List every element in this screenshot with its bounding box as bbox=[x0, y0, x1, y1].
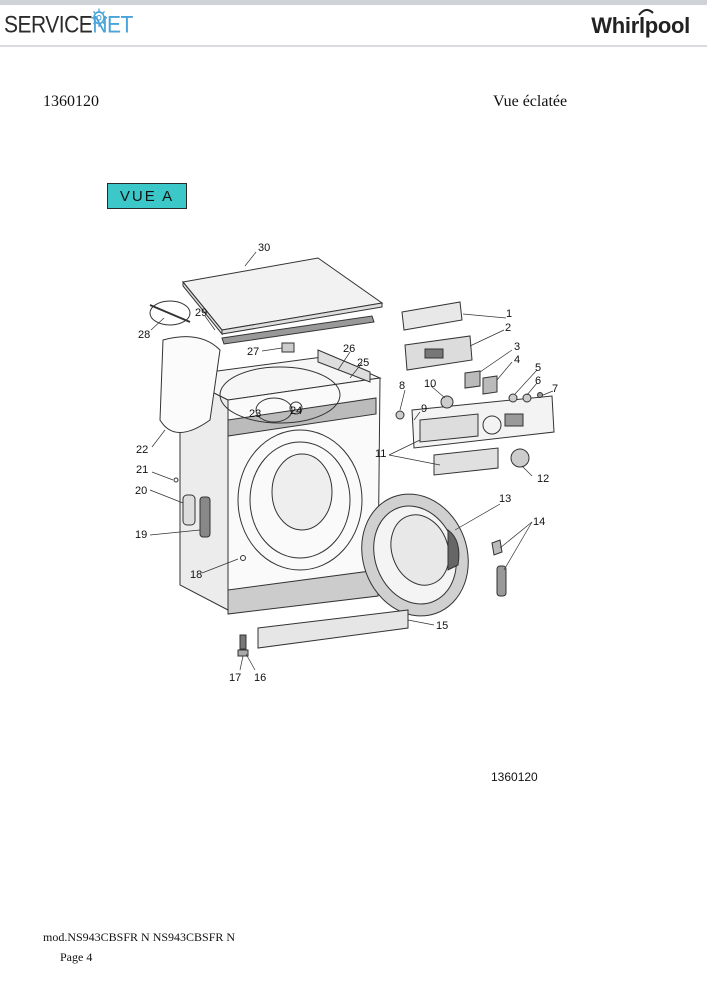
callout-22: 22 bbox=[136, 444, 148, 456]
callout-13: 13 bbox=[499, 493, 511, 505]
callout-14: 14 bbox=[533, 516, 545, 528]
callout-25: 25 bbox=[357, 357, 369, 369]
exploded-view-diagram: 1 2 3 4 5 6 7 8 9 10 11 12 13 14 15 16 1… bbox=[135, 242, 558, 684]
footer-page-number: Page 4 bbox=[60, 950, 93, 964]
callout-28: 28 bbox=[138, 329, 150, 341]
servicenet-logo-text-a: SERVICE bbox=[4, 12, 93, 39]
callout-4: 4 bbox=[514, 354, 520, 366]
callout-20: 20 bbox=[135, 485, 147, 497]
callout-18: 18 bbox=[190, 569, 202, 581]
callout-10: 10 bbox=[424, 378, 436, 390]
callout-7: 7 bbox=[552, 383, 558, 395]
callout-1: 1 bbox=[506, 308, 512, 320]
document-number: 1360120 bbox=[43, 93, 99, 110]
callout-5: 5 bbox=[535, 362, 541, 374]
view-label-badge: VUE A bbox=[107, 183, 187, 209]
callout-2: 2 bbox=[505, 322, 511, 334]
callout-19: 19 bbox=[135, 529, 147, 541]
callout-15: 15 bbox=[436, 620, 448, 632]
callout-21: 21 bbox=[136, 464, 148, 476]
swoosh-icon bbox=[638, 9, 654, 16]
callout-12: 12 bbox=[537, 473, 549, 485]
callout-30: 30 bbox=[258, 242, 270, 254]
callout-8: 8 bbox=[399, 380, 405, 392]
document-title: Vue éclatée bbox=[493, 93, 568, 110]
callout-29: 29 bbox=[195, 307, 207, 319]
callout-11: 11 bbox=[375, 448, 386, 460]
callout-24: 24 bbox=[290, 405, 302, 417]
callout-3: 3 bbox=[514, 341, 520, 353]
callout-23: 23 bbox=[249, 408, 261, 420]
gear-icon bbox=[91, 8, 107, 27]
callout-26: 26 bbox=[343, 343, 355, 355]
callout-17: 17 bbox=[229, 672, 241, 684]
callout-9: 9 bbox=[421, 403, 427, 415]
callout-6: 6 bbox=[535, 375, 541, 387]
servicenet-logo: SERVICENET bbox=[4, 8, 133, 40]
header-top-bar bbox=[0, 0, 707, 5]
figure-reference: 1360120 bbox=[491, 770, 538, 784]
header-divider bbox=[0, 45, 707, 47]
callout-27: 27 bbox=[247, 346, 259, 358]
whirlpool-logo: Whirlpool bbox=[591, 9, 690, 39]
footer-model: mod.NS943CBSFR N NS943CBSFR N bbox=[43, 930, 236, 944]
whirlpool-logo-text: Whirlpool bbox=[591, 13, 690, 38]
callout-16: 16 bbox=[254, 672, 266, 684]
